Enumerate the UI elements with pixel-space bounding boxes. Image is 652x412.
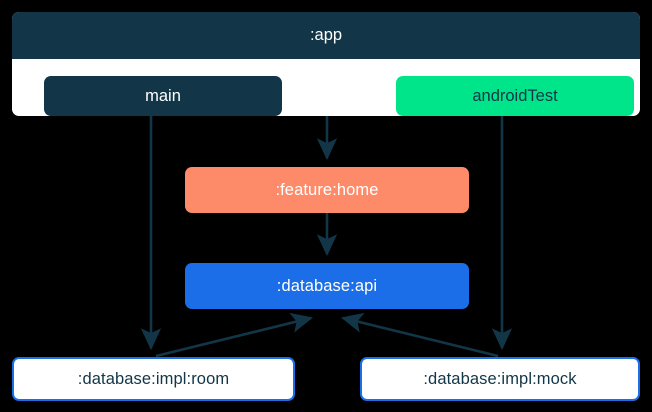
- cluster-app[interactable]: :app main androidTest: [12, 12, 640, 116]
- node-database-impl-mock[interactable]: :database:impl:mock: [360, 357, 640, 401]
- node-database-impl-room[interactable]: :database:impl:room: [12, 357, 295, 401]
- source-set-androidtest[interactable]: androidTest: [396, 76, 634, 116]
- edge-database-impl-room-to-database-api: [155, 312, 314, 358]
- source-set-main[interactable]: main: [44, 76, 282, 116]
- node-database-api[interactable]: :database:api: [185, 263, 469, 309]
- node-feature-home[interactable]: :feature:home: [185, 167, 469, 213]
- cluster-app-title: :app: [12, 12, 640, 59]
- edge-database-impl-mock-to-database-api: [340, 312, 499, 358]
